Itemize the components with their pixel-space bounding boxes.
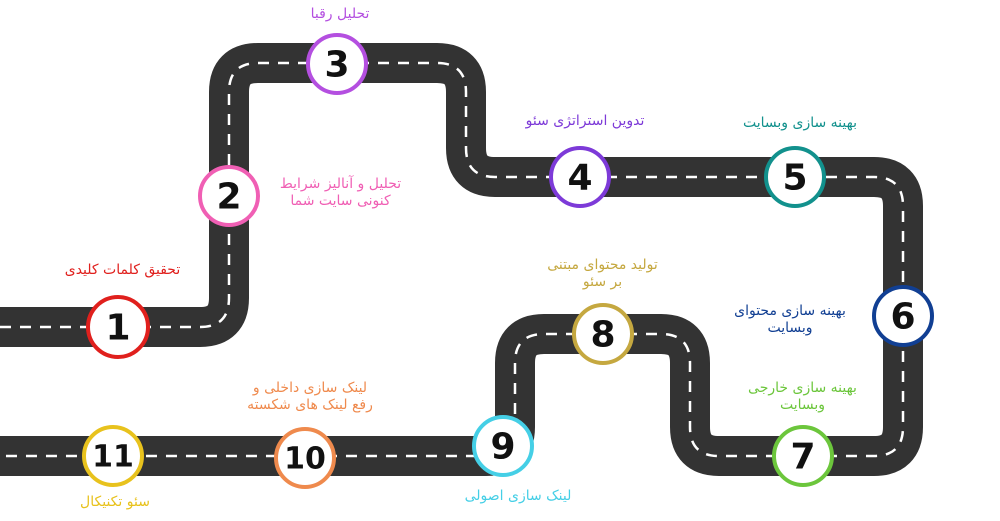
step-2-node: 2 bbox=[198, 165, 260, 227]
step-10-label-line: لینک سازی داخلی و bbox=[252, 380, 368, 396]
step-8-number: 8 bbox=[590, 315, 615, 356]
step-6-label-line: وبسایت bbox=[767, 320, 813, 336]
step-1-number: 1 bbox=[105, 308, 130, 349]
step-8-circle bbox=[572, 303, 634, 365]
step-10-number: 10 bbox=[284, 442, 326, 477]
step-6-number: 6 bbox=[890, 297, 915, 338]
step-3-node: 3 bbox=[306, 33, 368, 95]
step-9-node: 9 bbox=[472, 415, 534, 477]
step-9-number: 9 bbox=[490, 427, 515, 468]
step-7-number: 7 bbox=[790, 437, 815, 478]
step-1-label: تحقیق کلمات کلیدی bbox=[40, 262, 205, 279]
step-8-label-line: تولید محتوای مبتنی bbox=[547, 257, 658, 273]
step-4-number: 4 bbox=[567, 158, 592, 199]
step-3-circle bbox=[306, 33, 368, 95]
step-10-circle bbox=[274, 427, 336, 489]
step-1-node: 1 bbox=[86, 295, 150, 359]
step-4-circle bbox=[549, 146, 611, 208]
step-5-label: بهینه سازی وبسایت bbox=[715, 115, 885, 132]
step-4-node: 4 bbox=[549, 146, 611, 208]
step-6-label-line: بهینه سازی محتوای bbox=[734, 303, 846, 319]
step-9-label: لینک سازی اصولی bbox=[438, 488, 598, 505]
step-7-label-line: بهینه سازی خارجی bbox=[748, 380, 857, 396]
step-2-number: 2 bbox=[216, 177, 241, 218]
step-5-circle bbox=[764, 146, 826, 208]
step-2-label-line: تحلیل و آنالیز شرایط bbox=[279, 176, 402, 192]
step-3-label-line: تحلیل رقبا bbox=[310, 6, 370, 22]
step-11-circle bbox=[82, 425, 144, 487]
step-6-circle bbox=[872, 285, 934, 347]
step-9-circle bbox=[472, 415, 534, 477]
step-11-label-line: سئو تکنیکال bbox=[80, 494, 150, 510]
step-8-node: 8 bbox=[572, 303, 634, 365]
step-5-number: 5 bbox=[782, 158, 807, 199]
step-9-label-line: لینک سازی اصولی bbox=[464, 488, 572, 504]
step-nodes: 1 2 3 4 5 6 7 8 9 10 11 bbox=[82, 33, 934, 489]
step-5-label-line: بهینه سازی وبسایت bbox=[743, 115, 857, 131]
step-10-label-line: رفع لینک های شکسته bbox=[247, 397, 373, 413]
step-11-number: 11 bbox=[92, 440, 134, 475]
step-11-node: 11 bbox=[82, 425, 144, 487]
step-3-label: تحلیل رقبا bbox=[280, 6, 400, 23]
step-5-node: 5 bbox=[764, 146, 826, 208]
step-7-circle bbox=[772, 425, 834, 487]
step-7-label-line: وبسایت bbox=[779, 397, 826, 413]
step-4-label-line: تدوین استراتژی سئو bbox=[525, 113, 645, 129]
step-2-circle bbox=[198, 165, 260, 227]
step-3-number: 3 bbox=[324, 45, 349, 86]
step-6-node: 6 bbox=[872, 285, 934, 347]
step-7-node: 7 bbox=[772, 425, 834, 487]
step-10-node: 10 bbox=[274, 427, 336, 489]
step-8-label-line: بر سئو bbox=[582, 274, 623, 290]
step-1-label-line: تحقیق کلمات کلیدی bbox=[64, 262, 181, 278]
step-4-label: تدوین استراتژی سئو bbox=[500, 113, 670, 130]
step-11-label: سئو تکنیکال bbox=[50, 494, 180, 511]
step-1-circle bbox=[86, 295, 150, 359]
step-2-label-line: کنونی سایت شما bbox=[290, 193, 391, 209]
